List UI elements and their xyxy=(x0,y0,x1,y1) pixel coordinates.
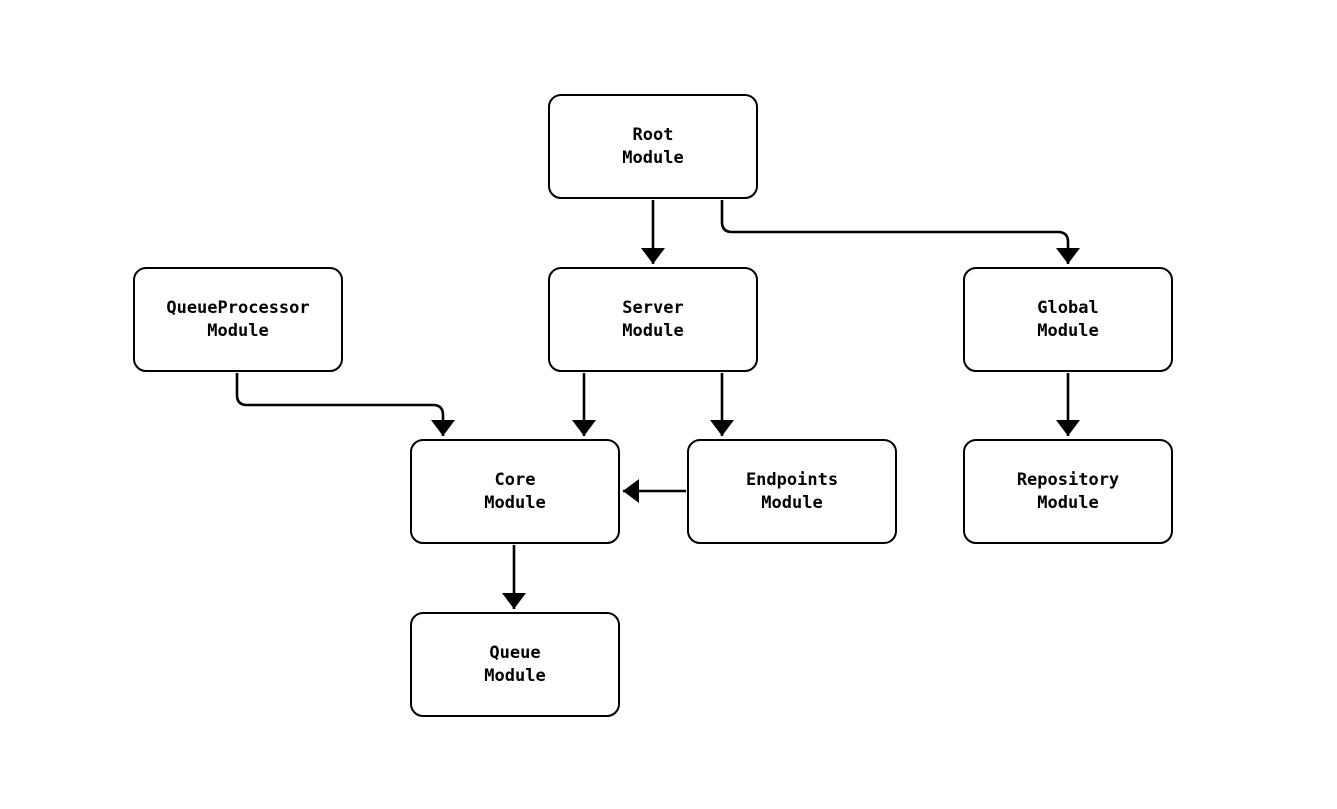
node-queueprocessor-module: QueueProcessor Module xyxy=(133,267,343,372)
node-global-module-label: Global Module xyxy=(1037,298,1099,341)
node-server-module-label: Server Module xyxy=(622,298,684,341)
node-global-module: Global Module xyxy=(963,267,1173,372)
node-repository-module-label: Repository Module xyxy=(1016,470,1120,513)
node-root-module-label: Root Module xyxy=(622,125,684,168)
node-core-module: Core Module xyxy=(410,439,620,544)
edge-root-to-global xyxy=(720,200,1080,264)
node-queue-module: Queue Module xyxy=(410,612,620,717)
node-repository-module: Repository Module xyxy=(963,439,1173,544)
node-queue-module-label: Queue Module xyxy=(484,643,546,686)
node-queueprocessor-module-label: QueueProcessor Module xyxy=(166,298,310,341)
node-server-module: Server Module xyxy=(548,267,758,372)
node-root-module: Root Module xyxy=(548,94,758,199)
node-core-module-label: Core Module xyxy=(484,470,546,513)
node-endpoints-module: Endpoints Module xyxy=(687,439,897,544)
edge-queueprocessor-to-core xyxy=(235,373,455,436)
node-endpoints-module-label: Endpoints Module xyxy=(745,470,839,513)
